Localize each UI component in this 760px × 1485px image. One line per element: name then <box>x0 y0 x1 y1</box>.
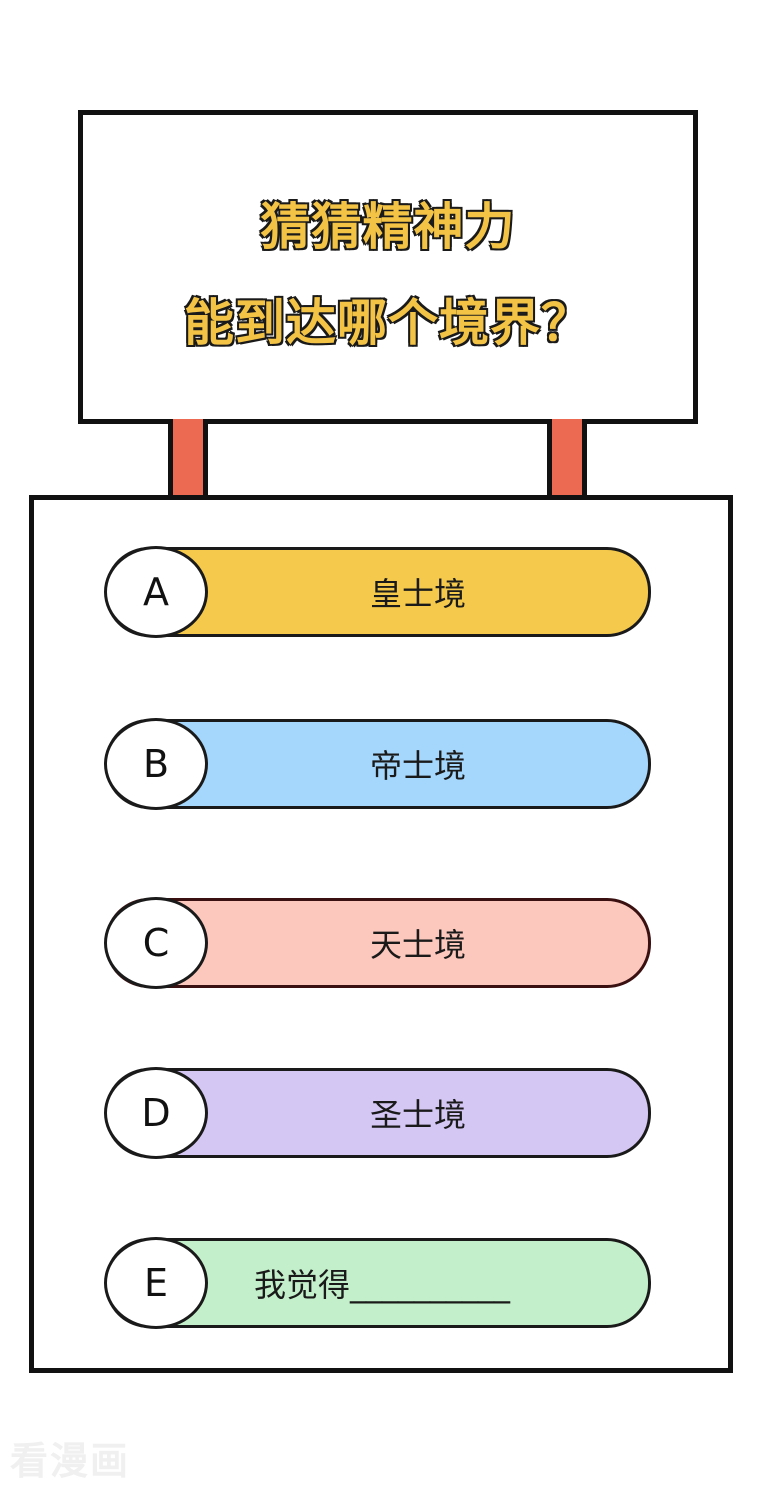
option-text-d: 圣士境 <box>369 1096 466 1134</box>
option-letter-b: B <box>104 718 208 810</box>
sign-pole-right <box>547 419 587 496</box>
option-letter-a: A <box>104 546 208 638</box>
option-e[interactable]: E 我觉得__________ <box>104 1237 651 1329</box>
question-board: 猜猜精神力 能到达哪个境界？ <box>78 110 698 424</box>
watermark-logo: 看漫画 <box>10 1439 131 1483</box>
sign-pole-left <box>168 419 208 496</box>
question-line-1: 猜猜精神力 <box>260 197 516 257</box>
option-text-b: 帝士境 <box>369 747 466 785</box>
option-c[interactable]: C 天士境 <box>104 897 651 989</box>
option-text-e: 我觉得__________ <box>254 1266 511 1304</box>
option-letter-d: D <box>104 1067 208 1159</box>
question-line-2: 能到达哪个境界？ <box>183 293 592 353</box>
option-text-c: 天士境 <box>369 926 466 964</box>
option-b[interactable]: B 帝士境 <box>104 718 651 810</box>
option-letter-e: E <box>104 1237 208 1329</box>
option-a[interactable]: A 皇士境 <box>104 546 651 638</box>
option-text-a: 皇士境 <box>369 575 466 613</box>
option-letter-c: C <box>104 897 208 989</box>
option-d[interactable]: D 圣士境 <box>104 1067 651 1159</box>
